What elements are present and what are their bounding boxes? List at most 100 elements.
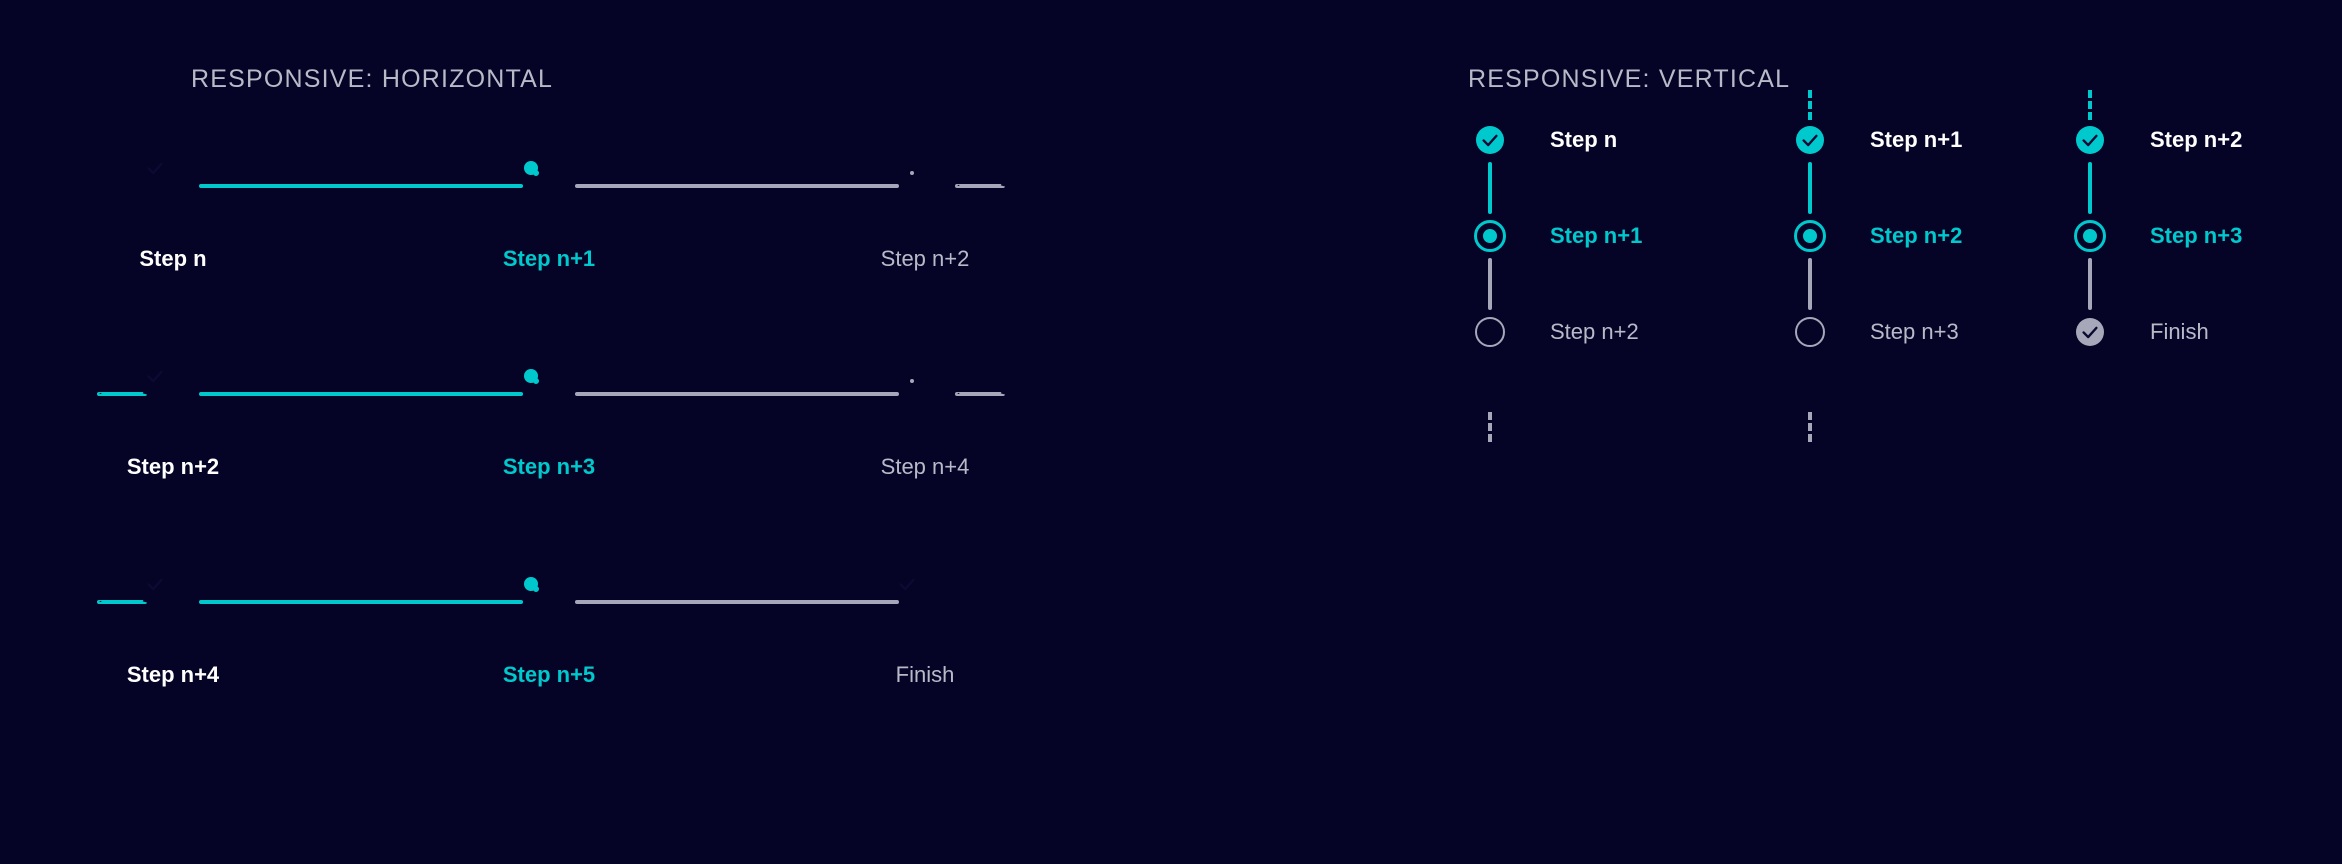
stepper-node[interactable]: Step n+3 xyxy=(1792,314,2092,350)
stepper-node[interactable] xyxy=(907,376,943,412)
lead-connector xyxy=(97,600,147,604)
stepper-node[interactable] xyxy=(147,162,191,204)
stepper-node[interactable] xyxy=(524,161,567,204)
check-glyph xyxy=(2082,326,2098,339)
marker-ring xyxy=(1475,317,1505,347)
marker-ring xyxy=(910,171,914,175)
marker-ring xyxy=(1795,317,1825,347)
step-label: Finish xyxy=(895,662,955,687)
step-connector xyxy=(2088,162,2092,214)
step-connector xyxy=(575,184,899,188)
stepper-track xyxy=(97,577,1155,620)
horizontal-stepper-row: Step n+4 Step n+5 Finish xyxy=(97,577,1155,704)
radio-current-icon[interactable] xyxy=(2072,218,2108,254)
stepper-node[interactable] xyxy=(524,369,567,412)
step-label: Step n+2 xyxy=(1870,223,1963,248)
stepper-node[interactable] xyxy=(524,577,567,620)
check-circle-filled-icon[interactable] xyxy=(2072,122,2108,158)
lead-connector xyxy=(1808,90,1812,120)
step-label: Step n+1 xyxy=(1550,223,1643,248)
check-glyph xyxy=(147,578,163,591)
vertical-section-heading: RESPONSIVE: VERTICAL xyxy=(1468,65,1791,93)
stepper-labels: Step n+4 Step n+5 Finish xyxy=(127,662,1155,702)
step-label: Step n+4 xyxy=(880,454,970,479)
step-connector xyxy=(575,392,899,396)
radio-current-icon[interactable] xyxy=(1472,218,1508,254)
check-circle-grey-icon[interactable] xyxy=(2072,314,2108,350)
stepper-labels: Step n+2 Step n+3 Step n+4 xyxy=(127,454,1155,494)
horizontal-section-heading: RESPONSIVE: HORIZONTAL xyxy=(191,65,554,93)
stepper-node[interactable]: Step n+2 xyxy=(1792,218,2092,310)
step-connector xyxy=(199,392,523,396)
marker-disc xyxy=(2076,318,2104,346)
step-label: Step n+3 xyxy=(502,454,596,479)
marker-dot xyxy=(524,369,538,383)
marker-ring xyxy=(1474,220,1506,252)
check-glyph xyxy=(2082,134,2098,147)
check-circle-filled-icon[interactable] xyxy=(1472,122,1508,158)
check-glyph xyxy=(899,578,915,591)
stepper-node[interactable]: Step n+2 xyxy=(2072,122,2342,214)
step-connector xyxy=(1488,162,1492,214)
trail-connector xyxy=(1808,412,1812,442)
step-label: Step n+2 xyxy=(2150,127,2243,152)
marker-ring xyxy=(910,379,914,383)
step-label: Step n+3 xyxy=(2150,223,2243,248)
step-label: Step n+1 xyxy=(1870,127,1963,152)
step-label: Step n+4 xyxy=(126,662,220,687)
marker-disc xyxy=(1796,126,1824,154)
stepper-node[interactable] xyxy=(147,578,191,620)
empty-circle-icon[interactable] xyxy=(1472,314,1508,350)
stepper-node[interactable]: Step n+1 xyxy=(1472,218,1772,310)
marker-dot xyxy=(524,577,538,591)
step-label: Step n+1 xyxy=(502,246,596,271)
marker-ring xyxy=(2074,220,2106,252)
stepper-node[interactable]: Step n+1 xyxy=(1792,122,2092,214)
check-glyph xyxy=(1482,134,1498,147)
marker-dot xyxy=(2083,229,2097,243)
step-label: Step n+5 xyxy=(502,662,596,687)
step-label: Step n+2 xyxy=(1550,319,1639,344)
radio-current-icon[interactable] xyxy=(1792,218,1828,254)
empty-circle-icon[interactable] xyxy=(1792,314,1828,350)
lead-connector xyxy=(2088,90,2092,120)
step-connector xyxy=(1808,162,1812,214)
step-label: Step n+2 xyxy=(880,246,970,271)
stepper-node[interactable]: Step n+2 xyxy=(1472,314,1772,350)
marker-dot xyxy=(1803,229,1817,243)
check-glyph xyxy=(1802,134,1818,147)
marker-dot xyxy=(524,161,538,175)
step-label: Step n+2 xyxy=(126,454,220,479)
step-label: Step n xyxy=(139,246,207,271)
stepper-labels: Step n Step n+1 Step n+2 xyxy=(139,246,1155,286)
check-glyph xyxy=(147,162,163,175)
step-connector xyxy=(199,184,523,188)
trail-connector xyxy=(955,184,1005,188)
stepper-node[interactable]: Step n xyxy=(1472,122,1772,214)
step-label: Step n+3 xyxy=(1870,319,1959,344)
step-connector xyxy=(1488,258,1492,310)
stepper-node[interactable] xyxy=(147,370,191,412)
step-connector xyxy=(199,600,523,604)
step-connector xyxy=(575,600,899,604)
check-circle-filled-icon[interactable] xyxy=(1792,122,1828,158)
stepper-node[interactable] xyxy=(907,168,943,204)
marker-dot xyxy=(1483,229,1497,243)
marker-disc xyxy=(1476,126,1504,154)
trail-connector xyxy=(955,392,1005,396)
trail-connector xyxy=(1488,412,1492,442)
step-label: Step n xyxy=(1550,127,1618,152)
check-glyph xyxy=(147,370,163,383)
marker-disc xyxy=(2076,126,2104,154)
step-connector xyxy=(2088,258,2092,310)
stepper-node[interactable] xyxy=(899,578,943,620)
stepper-track xyxy=(147,161,1155,204)
stepper-node[interactable]: Step n+3 xyxy=(2072,218,2342,310)
step-label: Finish xyxy=(2150,319,2209,344)
horizontal-stepper-row: Step n+2 Step n+3 Step n+4 xyxy=(97,369,1155,496)
stepper-node[interactable]: Finish xyxy=(2072,314,2342,350)
lead-connector xyxy=(97,392,147,396)
